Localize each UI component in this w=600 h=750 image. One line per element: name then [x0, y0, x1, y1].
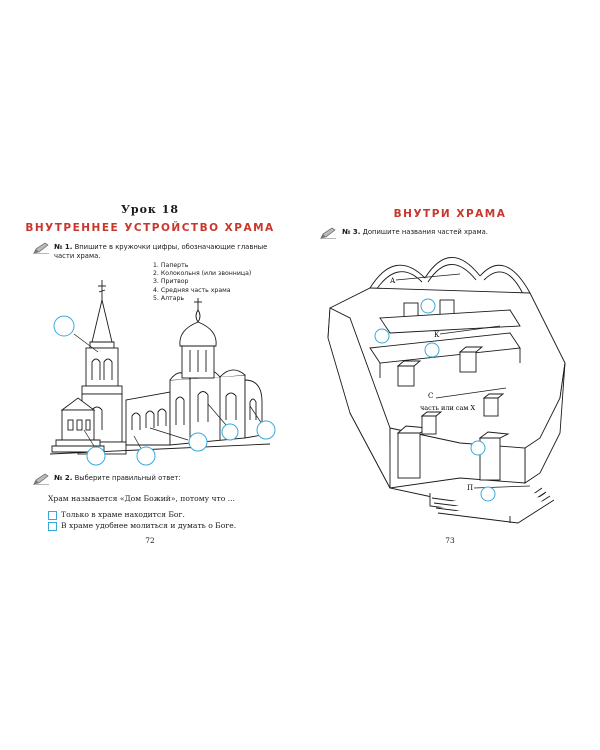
answer-circle[interactable] — [53, 315, 75, 337]
answer-circle[interactable] — [136, 446, 156, 466]
answer-circle[interactable] — [480, 486, 496, 502]
legend-item: 1. Паперть — [153, 262, 189, 269]
section-title-right: ВНУТРИ ХРАМА — [393, 208, 507, 220]
answer-circle[interactable] — [374, 328, 390, 344]
answer-circle[interactable] — [470, 440, 486, 456]
checkbox[interactable] — [48, 521, 57, 531]
temple-interior-illustration: А К С часть или сам Х П — [327, 257, 566, 524]
legend-item: 5. Алтарь — [153, 294, 185, 302]
task2-question: Храм называется «Дом Божий», потому что … — [48, 494, 235, 503]
task2-option-2[interactable]: В храме удобнее молиться и думать о Боге… — [48, 521, 236, 531]
legend-item: 4. Средняя часть храма — [153, 286, 231, 294]
answer-circle[interactable] — [420, 298, 436, 314]
answer-circle[interactable] — [188, 432, 208, 452]
lesson-title: Урок 18 — [120, 203, 180, 216]
answer-circle[interactable] — [221, 423, 239, 441]
task3-number: № 3. — [342, 228, 361, 236]
right-page: ВНУТРИ ХРАМА № 3. Допишите названия част… — [300, 0, 600, 750]
label-hint: часть или сам Х — [420, 404, 476, 412]
task2-text: Выберите правильный ответ: — [74, 474, 181, 482]
task2-instruction: № 2. Выберите правильный ответ: — [54, 474, 181, 483]
label-k: К — [434, 331, 440, 339]
task3-text: Допишите названия частей храма. — [362, 228, 488, 236]
task1-number: № 1. — [54, 243, 73, 251]
option-label: В храме удобнее молиться и думать о Боге… — [61, 521, 237, 530]
label-p: П — [467, 484, 473, 492]
pencil-icon — [33, 473, 49, 485]
left-page: Урок 18 ВНУТРЕННЕЕ УСТРОЙСТВО ХРАМА № 1.… — [25, 203, 276, 545]
task2-option-1[interactable]: Только в храме находится Бог. — [48, 510, 185, 520]
pencil-icon — [320, 227, 336, 239]
task2-number: № 2. — [54, 474, 73, 482]
task3-instruction: № 3. Допишите названия частей храма. — [342, 228, 488, 237]
legend-item: 3. Притвор — [153, 278, 189, 286]
page-number-left: 72 — [145, 536, 155, 545]
task1-text: Впишите в кружочки цифры, обозначающие г… — [54, 243, 268, 260]
option-label: Только в храме находится Бог. — [61, 510, 185, 519]
label-s: С — [428, 392, 433, 400]
answer-circle[interactable] — [86, 446, 106, 466]
task1-instruction: № 1. Впишите в кружочки цифры, обозначаю… — [54, 243, 276, 261]
checkbox[interactable] — [48, 510, 57, 520]
pencil-icon — [33, 242, 49, 254]
section-title-left: ВНУТРЕННЕЕ УСТРОЙСТВО ХРАМА — [25, 222, 275, 234]
answer-circle[interactable] — [256, 420, 276, 440]
label-a: А — [390, 277, 396, 285]
answer-circle[interactable] — [424, 342, 440, 358]
page-number-right: 73 — [445, 536, 455, 545]
legend-item: 2. Колокольня (или звонница) — [153, 270, 252, 278]
church-illustration — [49, 280, 276, 466]
task1-legend: 1. Паперть 2. Колокольня (или звонница) … — [153, 262, 251, 303]
